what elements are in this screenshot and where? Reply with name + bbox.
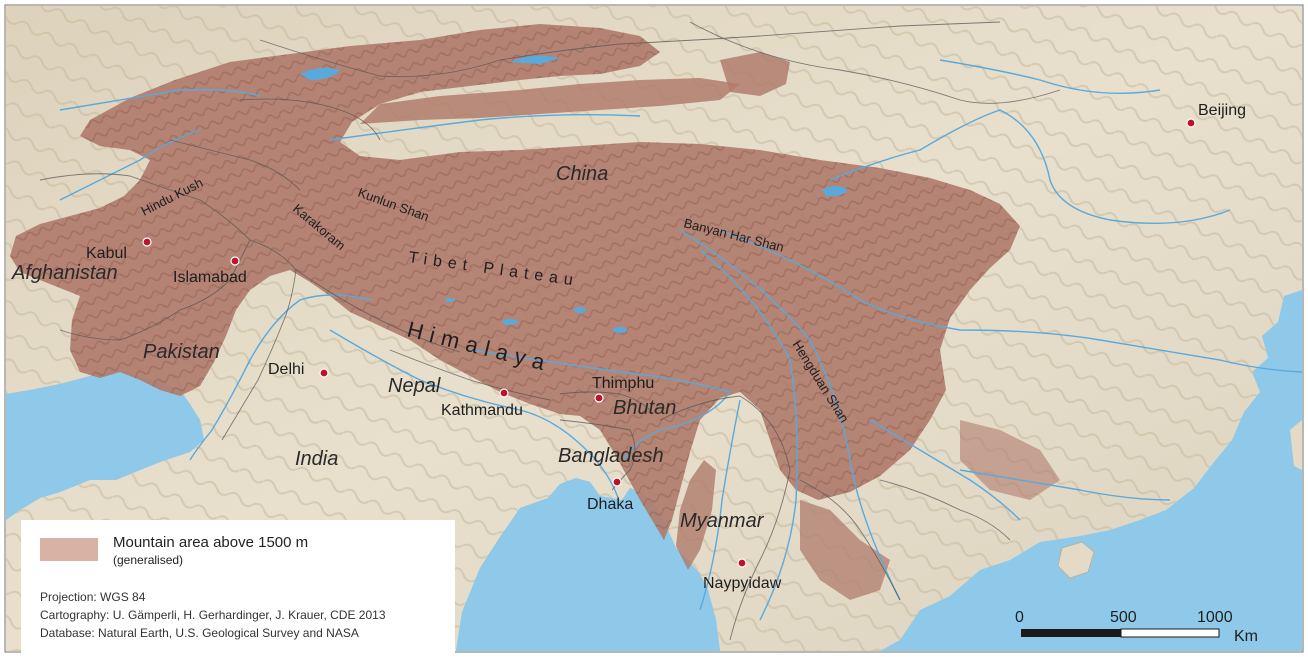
lake-tibet-2 [574, 307, 586, 313]
border-china-mongolia [689, 21, 1061, 104]
river-brahmaputra [469, 349, 732, 461]
river-tarim [329, 113, 641, 141]
taiwan-island [1290, 420, 1302, 470]
country-label-pakistan: Pakistan [143, 341, 220, 363]
city-label-islamabad: Islamabad [173, 269, 247, 286]
hainan-island [1057, 541, 1095, 579]
lake-tibet-1 [502, 319, 518, 325]
border-vietnam [879, 479, 1011, 541]
river-amur [939, 59, 1161, 95]
country-label-bangladesh: Bangladesh [558, 445, 664, 467]
mountain-tianshan [360, 78, 740, 124]
city-label-delhi: Delhi [268, 361, 304, 378]
legend-box: Mountain area above 1500 m (generalised)… [21, 520, 455, 653]
country-label-india: India [295, 448, 338, 470]
country-borders [39, 21, 1061, 641]
lake-issyk-kul [300, 67, 340, 80]
arabian-sea [6, 370, 204, 520]
mountain-qilian [720, 52, 790, 96]
legend-subtitle: (generalised) [113, 553, 184, 567]
city-label-kathmandu: Kathmandu [441, 402, 523, 419]
country-label-nepal: Nepal [388, 375, 441, 397]
river-irrawaddy [699, 399, 741, 611]
river-amu [59, 129, 201, 201]
mountain-area [10, 24, 1060, 600]
legend-swatch-mountain [40, 538, 98, 561]
legend-title: Mountain area above 1500 m [113, 534, 309, 551]
country-label-bhutan: Bhutan [613, 397, 676, 419]
border-tajik [169, 139, 301, 191]
lake-balkhash [510, 55, 560, 64]
credit-projection: Projection: WGS 84 [40, 590, 146, 604]
river-yangtze [719, 229, 1303, 373]
river-indus [189, 294, 373, 461]
mountain-china-east [960, 420, 1060, 500]
city-label-kabul: Kabul [86, 245, 127, 262]
lakes [300, 55, 848, 333]
city-dot-islamabad [230, 256, 240, 266]
city-dot-beijing [1186, 118, 1196, 128]
border-nepal [389, 349, 551, 401]
mountain-shan [800, 500, 890, 600]
river-syr [59, 88, 261, 111]
border-myanmar [659, 395, 791, 641]
scale-bar: 0 500 1000 Km [1015, 609, 1258, 645]
city-dot-kathmandu [499, 388, 509, 398]
border-kazakh [259, 39, 501, 78]
scale-bar-dark [1021, 629, 1121, 637]
country-labels: China Afghanistan Pakistan Nepal Bhutan … [11, 163, 765, 532]
city-label-naypyidaw: Naypyidaw [703, 575, 782, 592]
river-yellow [829, 109, 1231, 225]
river-ganges [329, 329, 619, 499]
city-labels: Beijing Kabul Islamabad Delhi Kathmandu … [86, 102, 1246, 592]
city-dot-kabul [142, 237, 152, 247]
scale-bar-light [1120, 628, 1220, 638]
city-dot-naypyidaw [737, 558, 747, 568]
lake-qinghai [822, 186, 848, 197]
city-dot-dhaka [612, 477, 622, 487]
rivers [59, 59, 1303, 621]
country-label-afghanistan: Afghanistan [11, 262, 118, 284]
mountain-texture [10, 24, 1020, 540]
river-mekong [679, 229, 901, 601]
border-laos [799, 479, 901, 601]
mountain-arakan [676, 460, 716, 570]
river-salween [699, 249, 798, 621]
city-label-dhaka: Dhaka [587, 496, 633, 513]
border-india-china [295, 269, 461, 353]
border-china-north [499, 21, 1001, 61]
country-label-china: China [556, 163, 608, 185]
scale-tick-1000: 1000 [1197, 609, 1233, 626]
river-pearl [959, 469, 1171, 501]
border-kyrgyz [239, 98, 381, 141]
city-label-beijing: Beijing [1198, 102, 1246, 119]
river-red [869, 419, 1021, 521]
credit-cartography: Cartography: U. Gämperli, H. Gerhardinge… [40, 608, 386, 622]
city-label-thimphu: Thimphu [592, 375, 654, 392]
lake-tibet-4 [445, 298, 455, 302]
scale-tick-0: 0 [1015, 609, 1024, 626]
border-bhutan [559, 391, 651, 411]
lake-tibet-3 [613, 327, 627, 333]
border-pakistan-india [221, 239, 297, 441]
city-dot-thimphu [594, 393, 604, 403]
city-markers [142, 118, 1196, 568]
city-dot-delhi [319, 368, 329, 378]
country-label-myanmar: Myanmar [680, 510, 765, 532]
scale-tick-500: 500 [1110, 609, 1137, 626]
credit-database: Database: Natural Earth, U.S. Geological… [40, 626, 359, 640]
scale-unit: Km [1234, 628, 1258, 645]
border-afghan [39, 173, 251, 341]
